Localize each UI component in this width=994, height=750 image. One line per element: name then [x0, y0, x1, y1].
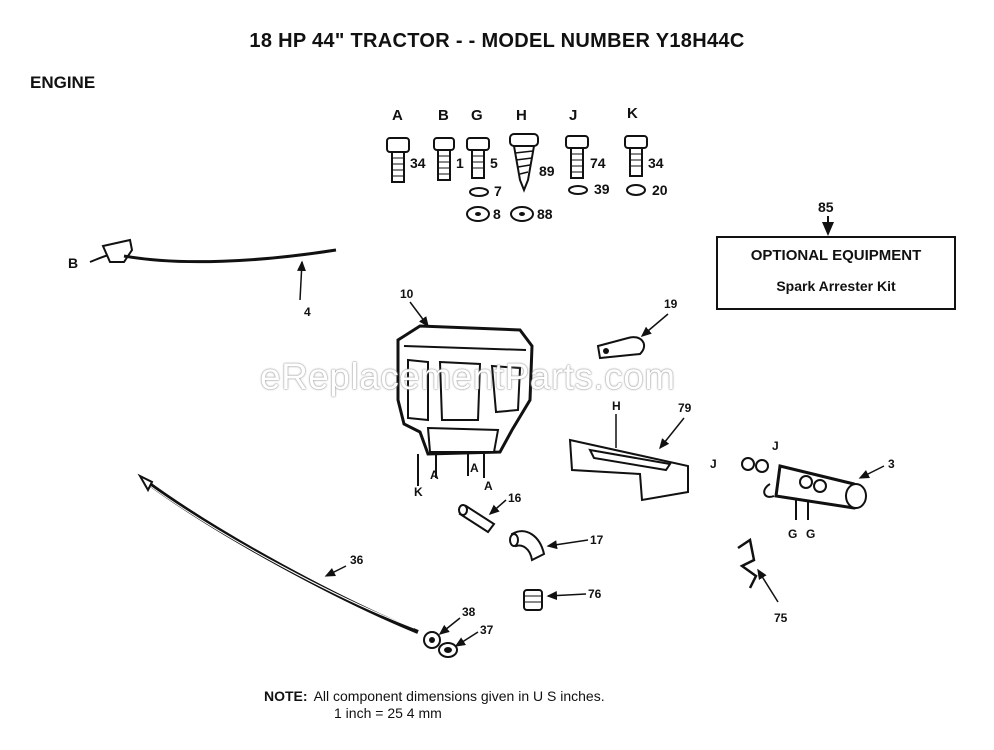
hw-letter-j: J: [569, 107, 577, 124]
bolt-b-num: 1: [456, 155, 464, 171]
callout-79: 79: [678, 401, 692, 415]
callout-17: 17: [590, 533, 604, 547]
washer-7[interactable]: [469, 187, 489, 197]
nipple-16[interactable]: [458, 504, 496, 534]
bolt-j[interactable]: [565, 135, 589, 179]
clip-75[interactable]: [737, 537, 758, 589]
hw-letter-k: K: [627, 105, 638, 122]
elbow-17[interactable]: [509, 530, 546, 562]
engine[interactable]: [396, 324, 534, 486]
bolt-k[interactable]: [624, 135, 648, 177]
callout-16: 16: [508, 491, 522, 505]
letter-g2: G: [806, 527, 815, 541]
page-title: 18 HP 44" TRACTOR - - MODEL NUMBER Y18H4…: [249, 30, 745, 52]
watermark: eReplacementParts.com: [260, 356, 676, 397]
washer-20-num: 20: [652, 182, 668, 198]
optional-item: Spark Arrester Kit: [776, 278, 896, 294]
letter-a1: A: [430, 468, 439, 482]
dipstick-tube-36[interactable]: [137, 473, 419, 634]
washer-39-num: 39: [594, 181, 610, 197]
washer-8-num: 8: [493, 206, 501, 222]
hw-letter-g: G: [471, 107, 483, 124]
callout-4: 4: [304, 305, 311, 319]
heat-shield-79[interactable]: [568, 438, 689, 502]
screw-h[interactable]: [509, 133, 539, 193]
hw-letter-b: B: [438, 107, 449, 124]
letter-j2: J: [772, 439, 779, 453]
bolt-g-num: 5: [490, 155, 498, 171]
washer-88-num: 88: [537, 206, 553, 222]
letter-a3: A: [484, 479, 493, 493]
letter-a2: A: [470, 461, 479, 475]
note-label: NOTE:: [264, 688, 308, 704]
callout-76: 76: [588, 587, 602, 601]
callout-75: 75: [774, 611, 788, 625]
bolt-g[interactable]: [466, 137, 490, 179]
bolt-j-num: 74: [590, 155, 606, 171]
clamp-19[interactable]: [596, 336, 646, 360]
optional-heading: OPTIONAL EQUIPMENT: [750, 247, 922, 264]
bolt-k-num: 34: [648, 155, 664, 171]
callout-38: 38: [462, 605, 476, 619]
letter-g1: G: [788, 527, 797, 541]
note: NOTE: All component dimensions given in U…: [264, 688, 605, 722]
muffler-3[interactable]: [741, 457, 867, 520]
letter-h: H: [612, 399, 621, 413]
bolt-b[interactable]: [433, 137, 455, 181]
callout-19: 19: [664, 297, 678, 311]
plug-76[interactable]: [523, 589, 543, 611]
washer-7-num: 7: [494, 183, 502, 199]
clamp-37[interactable]: [438, 642, 458, 658]
callout-37: 37: [480, 623, 494, 637]
hw-letter-h: H: [516, 107, 527, 124]
note-line2: 1 inch = 25 4 mm: [334, 705, 442, 721]
letter-j1: J: [710, 457, 717, 471]
letter-k: K: [414, 485, 423, 499]
washer-39[interactable]: [568, 185, 588, 195]
letter-b: B: [68, 255, 78, 271]
bolt-a[interactable]: [386, 137, 410, 183]
callout-10: 10: [400, 287, 414, 301]
callout-3: 3: [888, 457, 895, 471]
note-line1: All component dimensions given in U S in…: [313, 688, 605, 704]
hardware-row: A 34 B 1 G 5 7 8 H: [386, 105, 668, 222]
bolt-a-num: 34: [410, 155, 426, 171]
section-title: ENGINE: [30, 73, 96, 92]
grommet-38[interactable]: [423, 631, 441, 649]
screw-h-num: 89: [539, 163, 555, 179]
optional-equipment-box: OPTIONAL EQUIPMENT Spark Arrester Kit: [716, 236, 956, 310]
throttle-cable[interactable]: [89, 238, 337, 264]
callout-36: 36: [350, 553, 364, 567]
optional-ref-num: 85: [818, 199, 834, 215]
washer-20[interactable]: [626, 184, 646, 196]
hw-letter-a: A: [392, 107, 403, 124]
